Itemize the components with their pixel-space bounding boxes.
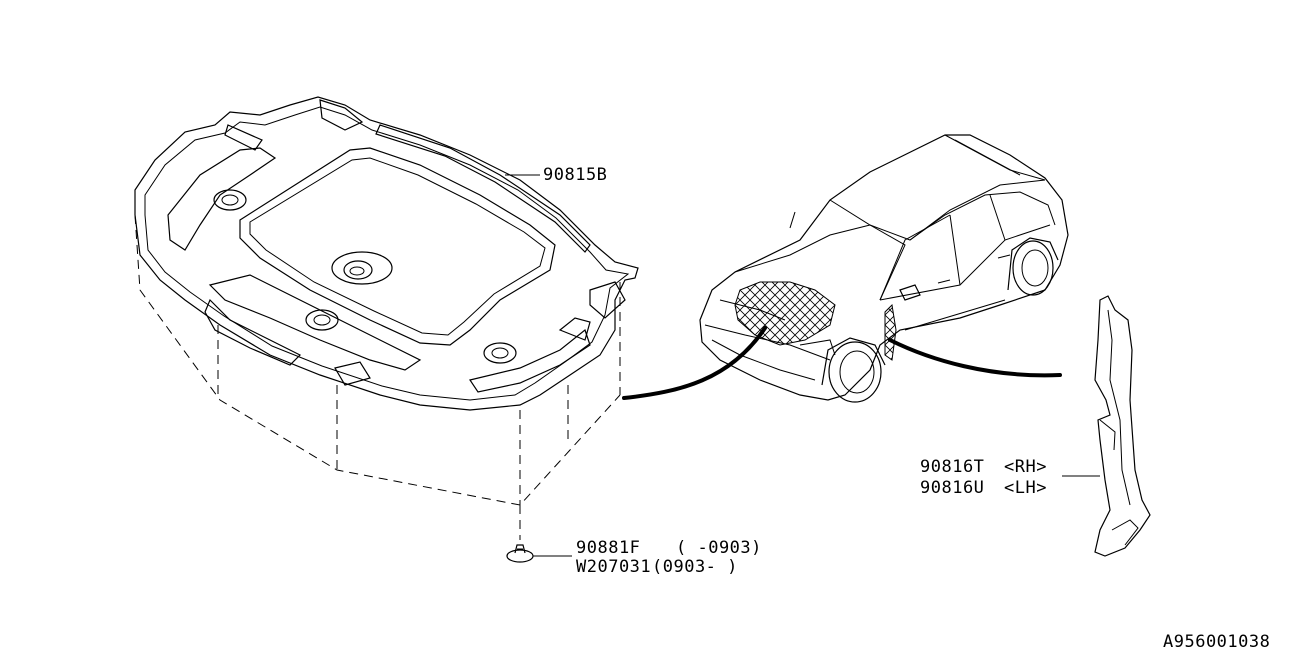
clip-note-2: (0903- )	[652, 557, 738, 577]
side-insulator-side-rh: <RH>	[1004, 457, 1047, 477]
side-insulator-code-rh: 90816T	[920, 457, 984, 477]
side-insulator-code-lh: 90816U	[920, 478, 984, 498]
hood-insulator-icon	[134, 96, 639, 540]
clip-note-1: ( -0903)	[676, 538, 762, 558]
clip-code-1: 90881F	[576, 538, 640, 558]
side-insulator-side-lh: <LH>	[1004, 478, 1047, 498]
clip-icon	[506, 544, 534, 563]
diagram-id: A956001038	[1163, 632, 1270, 652]
clip-code-2: W207031	[576, 557, 651, 577]
hood-insulator-code: 90815B	[543, 165, 607, 185]
car-icon	[699, 134, 1069, 403]
side-insulator-icon	[1094, 295, 1151, 557]
